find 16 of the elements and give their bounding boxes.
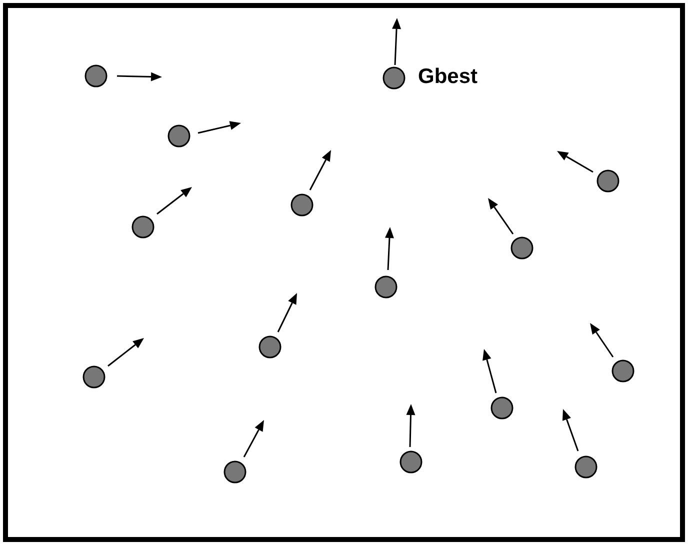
particle-circle	[596, 169, 620, 193]
particle-circle	[510, 236, 534, 260]
particle-circle	[258, 335, 282, 359]
particle-circle	[399, 450, 423, 474]
particle-circle	[574, 455, 598, 479]
particle-circle	[490, 396, 514, 420]
particle-circle	[167, 124, 191, 148]
particle-circle	[382, 66, 406, 90]
particle-circle	[131, 215, 155, 239]
node-label: Gbest	[418, 65, 478, 89]
particle-circle	[611, 359, 635, 383]
particle-circle	[82, 365, 106, 389]
particle-circle	[374, 275, 398, 299]
particle-circle	[290, 193, 314, 217]
particle-circle	[223, 460, 247, 484]
particle-circle	[84, 64, 108, 88]
